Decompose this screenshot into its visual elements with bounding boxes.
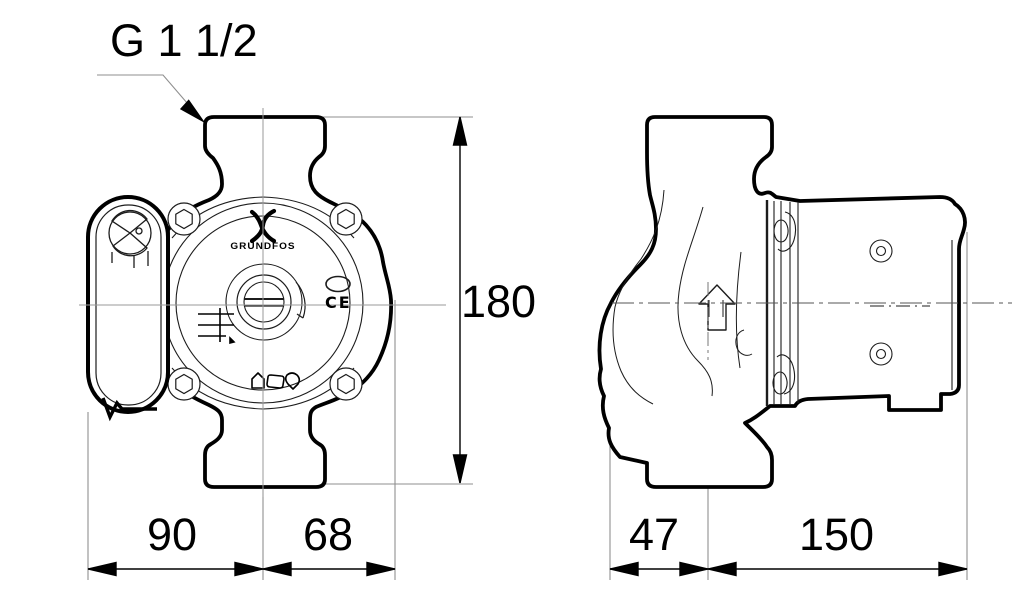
terminal-box — [86, 195, 170, 422]
dim-label-front-left: 90 — [147, 509, 198, 560]
arrowhead — [938, 561, 968, 577]
grundfos-wordmark: GRUNDFOS — [230, 241, 296, 252]
hex-bolt-icon — [329, 367, 363, 401]
dim-150 — [707, 561, 968, 577]
dim-label-front-right: 68 — [303, 509, 354, 560]
side-body-outline — [597, 115, 967, 489]
leader-arrowhead — [179, 99, 205, 123]
corner-bolts — [167, 202, 363, 401]
side-view — [597, 115, 967, 489]
arrowhead — [609, 561, 639, 577]
arrowhead — [452, 454, 468, 484]
ce-mark-icon — [325, 275, 351, 293]
speed-setting-symbol — [198, 308, 236, 345]
flow-direction-arrow-icon — [698, 284, 736, 331]
motor-housing-details — [869, 239, 953, 390]
dim-label-side-left: 47 — [629, 509, 680, 560]
cable-gland-notch — [101, 397, 157, 422]
dimension-lines — [87, 116, 968, 577]
motor-screw-icon — [869, 342, 893, 366]
rotation-arc — [295, 281, 306, 319]
arrowhead — [679, 561, 709, 577]
approval-marks-icon — [251, 372, 301, 390]
arrowhead — [366, 561, 396, 577]
thread-size-label: G 1 1/2 — [110, 15, 258, 66]
vent-screw-icon — [236, 274, 306, 330]
ce-mark-text: CE — [325, 293, 352, 312]
arrowhead — [262, 561, 292, 577]
dim-label-height: 180 — [461, 276, 537, 327]
thread-leader — [97, 74, 205, 123]
side-casting-contours — [612, 189, 753, 405]
motor-screw-icon — [869, 239, 893, 263]
arrowhead — [234, 561, 264, 577]
dim-47 — [609, 561, 709, 577]
front-body-outline — [166, 115, 393, 489]
hex-bolt-icon — [167, 202, 201, 236]
arrowhead — [707, 561, 737, 577]
dim-68 — [262, 561, 396, 577]
arrowhead — [452, 116, 468, 146]
arrowhead — [87, 561, 117, 577]
hex-bolt-icon — [167, 367, 201, 401]
dim-180 — [452, 116, 468, 484]
dim-label-side-right: 150 — [799, 509, 875, 560]
dim-90 — [87, 561, 264, 577]
centerlines — [79, 108, 1012, 497]
hex-bolt-icon — [329, 202, 363, 236]
speed-selector-knob-icon — [108, 209, 152, 268]
